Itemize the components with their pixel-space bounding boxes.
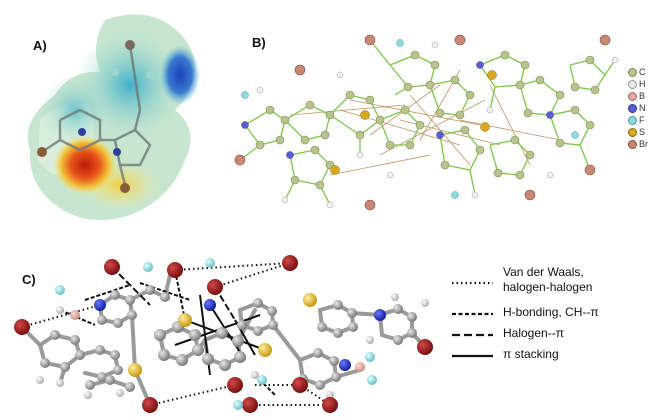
- esp-bromine-atom: [125, 40, 135, 50]
- bromine-atoms: [14, 255, 433, 413]
- long-dashed-line-icon: [452, 333, 493, 337]
- fluorine-atoms: [241, 39, 579, 199]
- legend-item-h-bonding: H-bonding, CH--π: [450, 305, 650, 321]
- legend-item-fluorine: F: [628, 114, 657, 126]
- legend-label: S: [639, 127, 646, 137]
- sulfur-atoms: [128, 293, 317, 377]
- legend-item-vdw: Van der Waals, halogen-halogen: [450, 262, 650, 294]
- panel-c-interaction-network: C): [0, 245, 445, 417]
- legend-label: H-bonding, CH--π: [503, 305, 599, 319]
- esp-red-region: [53, 135, 117, 195]
- legend-label: π stacking: [503, 347, 559, 361]
- hydrogen-swatch-icon: [628, 80, 637, 89]
- legend-item-pi-stacking: π stacking: [450, 347, 650, 363]
- legend-label: Halogen--π: [503, 326, 564, 340]
- fluorine-atoms: [55, 258, 377, 410]
- legend-label: Van der Waals,: [503, 265, 584, 279]
- nitrogen-atoms: [94, 299, 386, 371]
- esp-nitrogen-atom: [78, 128, 86, 136]
- legend-label: B: [639, 91, 646, 101]
- hydrogen-atoms: [256, 41, 619, 209]
- sulfur-swatch-icon: [628, 128, 637, 137]
- legend-label: N: [639, 103, 646, 113]
- carbon-atoms: [255, 50, 600, 190]
- dotted-line-icon: [452, 281, 493, 285]
- legend-label: halogen-halogen: [503, 280, 593, 294]
- legend-item-boron: B: [628, 90, 657, 102]
- solid-line-icon: [452, 354, 493, 358]
- fluorine-swatch-icon: [628, 116, 637, 125]
- element-legend: C H B N F S Br: [628, 66, 657, 166]
- boron-atoms: [70, 310, 365, 372]
- legend-item-carbon: C: [628, 66, 657, 78]
- interaction-legend: Van der Waals, halogen-halogen H-bonding…: [450, 262, 650, 372]
- esp-molecule-skeleton: [41, 44, 152, 186]
- panel-b-label: B): [252, 35, 266, 50]
- carbon-swatch-icon: [628, 68, 637, 77]
- esp-bromine-atom: [37, 147, 47, 157]
- bromine-swatch-icon: [628, 140, 637, 149]
- esp-nitrogen-atom: [113, 148, 121, 156]
- esp-fluorine-atom: [146, 71, 154, 79]
- dashed-line-icon: [452, 312, 493, 316]
- panel-a-label: A): [33, 38, 47, 53]
- panel-a-esp-surface: A): [0, 0, 230, 240]
- panel-b-crystal-packing: B): [230, 25, 630, 220]
- esp-cyan-region: [40, 75, 110, 145]
- legend-item-nitrogen: N: [628, 102, 657, 114]
- esp-blue-region: [160, 45, 200, 105]
- network-bonds: [20, 273, 427, 407]
- interaction-network-svg: [14, 255, 433, 413]
- carbon-atoms: [40, 285, 417, 392]
- legend-item-sulfur: S: [628, 126, 657, 138]
- bromine-atoms: [234, 34, 611, 211]
- nitrogen-swatch-icon: [628, 104, 637, 113]
- esp-fluorine-atom: [111, 68, 119, 76]
- legend-item-halogen-pi: Halogen--π: [450, 326, 650, 342]
- legend-item-bromine: Br: [628, 138, 657, 150]
- panel-c-label: C): [22, 272, 36, 287]
- legend-label: H: [639, 79, 646, 89]
- esp-bromine-atom: [120, 183, 130, 193]
- legend-item-hydrogen: H: [628, 78, 657, 90]
- legend-label: C: [639, 67, 646, 77]
- nitrogen-atoms: [241, 61, 554, 159]
- legend-label: Br: [639, 139, 648, 149]
- crystal-packing-svg: [234, 34, 619, 211]
- hydrogen-atoms: [36, 293, 429, 399]
- boron-swatch-icon: [628, 92, 637, 101]
- sulfur-atoms: [330, 70, 497, 175]
- legend-label: F: [639, 115, 645, 125]
- vdw-interaction-lines: [21, 262, 331, 406]
- esp-surface-svg: [27, 14, 200, 221]
